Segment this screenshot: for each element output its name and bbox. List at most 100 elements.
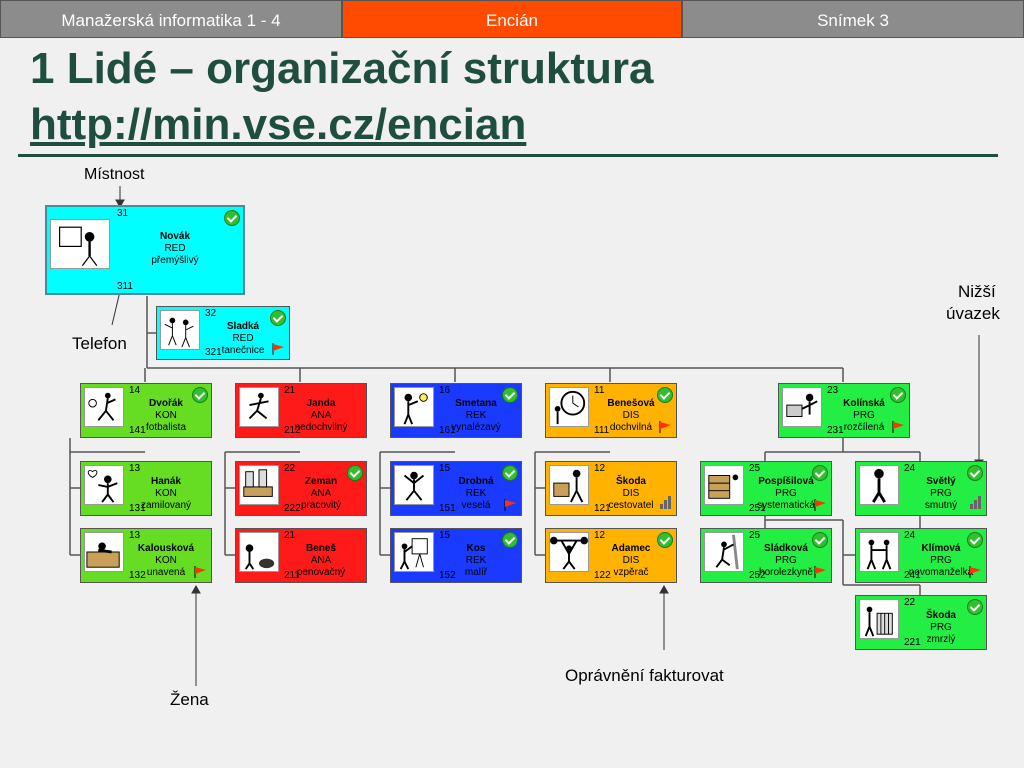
department: DIS	[622, 410, 640, 421]
card-hanak[interactable]: 13 Hanák KON zamilovaný 131	[80, 461, 212, 516]
room-number: 16	[439, 385, 451, 396]
card-novak[interactable]: 31 Novák RED přemýšlivý 311	[45, 205, 245, 295]
female-flag-icon	[814, 566, 826, 578]
card-zeman[interactable]: 22 Zeman ANA pracovitý 222	[235, 461, 367, 516]
inventor-icon	[394, 387, 434, 427]
card-klimova[interactable]: 24 Klímová PRG novomanželka 241	[855, 528, 987, 583]
room-number: 21	[284, 530, 296, 541]
trait: přemýšlivý	[151, 255, 199, 266]
person-name: Klímová	[921, 543, 961, 554]
card-kolinska[interactable]: 23 Kolínská PRG rozčílená 231	[778, 383, 910, 438]
trait: penovačný	[296, 567, 346, 578]
person-name: Škoda	[925, 610, 956, 621]
room-number: 24	[904, 530, 916, 541]
phone-number: 161	[439, 425, 456, 436]
check-icon	[657, 387, 673, 403]
department: REK	[465, 410, 487, 421]
department: ANA	[310, 488, 332, 499]
card-drobna[interactable]: 15 Drobná REK veselá 151	[390, 461, 522, 516]
card-sladkova[interactable]: 25 Sládková PRG horolezkyně 252	[700, 528, 832, 583]
department: KON	[155, 555, 177, 566]
card-benes[interactable]: 21 Beneš ANA penovačný 211	[235, 528, 367, 583]
female-flag-icon	[659, 421, 671, 433]
angry-woman-icon	[782, 387, 822, 427]
trait: systematická	[757, 500, 815, 511]
room-number: 14	[129, 385, 141, 396]
trait: veselá	[461, 500, 491, 511]
card-skoda-prg[interactable]: 22 Škoda PRG zmrzlý 221	[855, 595, 987, 650]
annotation-invoice-permission: Oprávnění fakturovat	[565, 666, 724, 685]
check-icon	[192, 387, 208, 403]
room-number: 31	[117, 208, 129, 219]
card-skoda-dis[interactable]: 12 Škoda DIS cestovatel 121	[545, 461, 677, 516]
phone-number: 212	[284, 425, 301, 436]
card-sladka[interactable]: 32 Sladká RED tanečnice 321	[156, 306, 290, 360]
department: PRG	[930, 488, 952, 499]
phone-number: 252	[749, 570, 766, 581]
traveller-icon	[549, 465, 589, 505]
check-icon	[812, 465, 828, 481]
header-course: Manažerská informatika 1 - 4	[0, 0, 342, 38]
person-name: Kolínská	[843, 398, 885, 409]
slide-url[interactable]: http://min.vse.cz/encian	[30, 100, 526, 150]
female-flag-icon	[892, 421, 904, 433]
slide-header: Manažerská informatika 1 - 4 Encián Sním…	[0, 0, 1024, 40]
card-adamec[interactable]: 12 Adamec DIS vzpěrač 122	[545, 528, 677, 583]
person-name: Kos	[466, 543, 486, 554]
phone-number: 321	[205, 347, 222, 358]
room-number: 13	[129, 530, 141, 541]
trait: vynalézavý	[451, 422, 501, 433]
hardworking-man-icon	[239, 465, 279, 505]
phone-number: 122	[594, 570, 611, 581]
annotation-lower-load-2: úvazek	[946, 304, 1000, 323]
check-icon	[812, 532, 828, 548]
department: DIS	[622, 488, 640, 499]
card-kos[interactable]: 15 Kos REK malíř 152	[390, 528, 522, 583]
phone-number: 222	[284, 503, 301, 514]
room-number: 22	[284, 463, 296, 474]
phone-number: 121	[594, 503, 611, 514]
card-pospisilova[interactable]: 25 Pospíšilová PRG systematická 251	[700, 461, 832, 516]
person-name: Smetana	[455, 398, 497, 409]
card-janda[interactable]: 21 Janda ANA nedochvilný 212	[235, 383, 367, 438]
phone-number: 151	[439, 503, 456, 514]
slide-title: 1 Lidé – organizační struktura	[30, 44, 654, 93]
room-number: 25	[749, 530, 761, 541]
room-number: 25	[749, 463, 761, 474]
card-kalouskova[interactable]: 13 Kalousková KON unavená 132	[80, 528, 212, 583]
person-name: Adamec	[611, 543, 651, 554]
weightlifter-icon	[549, 532, 589, 572]
phone-number: 141	[129, 425, 146, 436]
phone-number: 152	[439, 570, 456, 581]
department: KON	[155, 488, 177, 499]
filing-cabinet-icon	[704, 465, 744, 505]
person-name: Škoda	[615, 476, 646, 487]
card-smetana[interactable]: 16 Smetana REK vynalézavý 161	[390, 383, 522, 438]
phone-number: 231	[827, 425, 844, 436]
trait: dochvilná	[609, 422, 653, 433]
room-number: 12	[594, 463, 606, 474]
room-number: 23	[827, 385, 839, 396]
card-dvorak[interactable]: 14 Dvořák KON fotbalista 141	[80, 383, 212, 438]
painter-icon	[394, 532, 434, 572]
room-number: 15	[439, 530, 451, 541]
person-name: Benešová	[607, 398, 655, 409]
department: RED	[164, 243, 186, 254]
header-topic: Encián	[342, 0, 682, 38]
phone-number: 111	[594, 425, 610, 436]
trait: rozčílená	[843, 422, 885, 433]
trait: horolezkyně	[759, 567, 813, 578]
person-thinking-icon	[50, 219, 110, 269]
card-benesova[interactable]: 11 Benešová DIS dochvilná 111	[545, 383, 677, 438]
trait: cestovatel	[608, 500, 654, 511]
slow-man-icon	[239, 532, 279, 572]
room-number: 15	[439, 463, 451, 474]
url-link[interactable]: http://min.vse.cz/encian	[30, 100, 527, 149]
card-svetly[interactable]: 24 Světlý PRG smutný	[855, 461, 987, 516]
female-flag-icon	[272, 343, 284, 355]
cheerful-woman-icon	[394, 465, 434, 505]
person-name: Hanák	[150, 476, 181, 487]
trait: fotbalista	[145, 422, 187, 433]
check-icon	[224, 210, 240, 226]
